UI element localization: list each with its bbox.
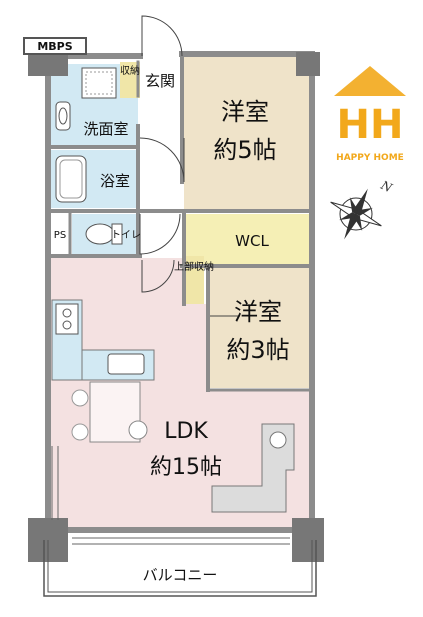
toilet-label: トイレ [111,230,141,241]
entrance-storage-floor [120,62,140,98]
ldk-floor [50,258,310,528]
western-room-2-name: 洋室 [234,298,282,326]
mbps-box: MBPS [23,37,87,55]
doors [139,15,240,317]
dining-table-icon [71,381,148,443]
room1-door-swing [139,137,185,183]
western-room-1-floor [184,56,310,210]
windows [51,446,290,545]
western-room-2-floor [210,268,310,388]
entrance-label: 玄関 [145,72,175,90]
balcony: バルコニー [43,540,317,597]
ps-label: PS [54,230,66,241]
toilet-icon [85,223,123,245]
ldk-door-swing [141,259,175,293]
north-mark: N [378,178,395,196]
wcl-floor [184,214,310,264]
logo-brand: HAPPY HOME [336,153,404,163]
entrance-storage-label: 収納 [120,64,140,77]
ldk-size: 約15帖 [150,455,222,480]
washbasin-icon [55,101,71,131]
ps-floor [50,214,70,254]
toilet-door-swing [139,213,181,255]
washroom-label: 洗面室 [83,120,128,138]
mbps-label: MBPS [37,40,72,53]
western-room-1-name: 洋室 [221,98,269,126]
compass-rose-icon: N [330,178,395,240]
washing-machine-icon [81,67,117,99]
front-door-swing [141,15,183,57]
happy-home-logo: HH HAPPY HOME [334,66,406,163]
ldk-label: LDK [164,419,208,444]
logo-monogram: HH [337,102,404,148]
western-room-2-size: 約3帖 [226,336,289,364]
entrance-floor [138,64,182,184]
room-floors [50,56,310,528]
room-labels: 収納 玄関 洗面室 浴室 PS トイレ 洋室 約5帖 WCL 上部収納 洋室 約… [54,64,290,480]
balcony-label: バルコニー [143,566,218,584]
western-room-1-size: 約5帖 [213,136,276,164]
upper-storage-label: 上部収納 [174,260,214,273]
stove-icon [55,303,79,335]
bathroom-label: 浴室 [100,172,130,190]
walls [45,51,315,535]
wcl-label: WCL [235,232,269,250]
sink-icon [107,353,145,375]
bathtub-icon [55,155,87,203]
sofa-icon [211,423,295,513]
